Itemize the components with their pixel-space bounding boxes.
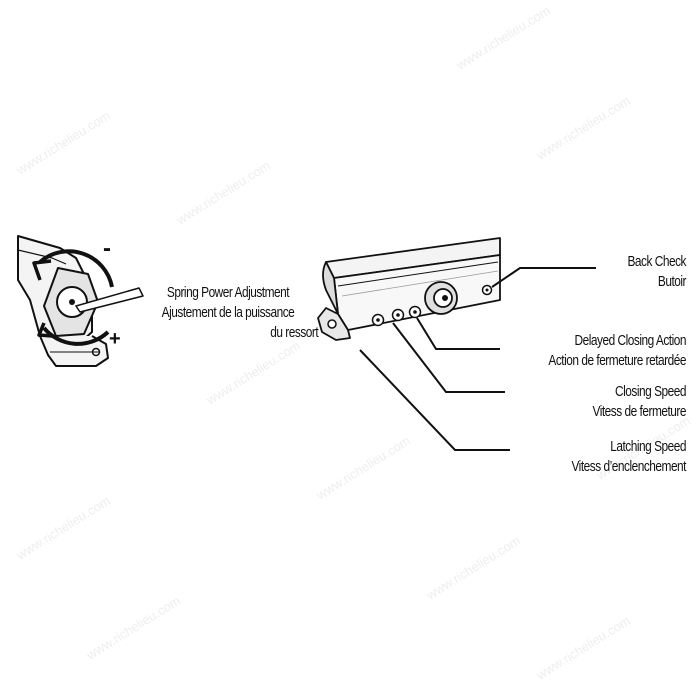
- label-back-check: Back Check Butoir: [476, 252, 686, 292]
- watermark-text: www.richelieu.com: [13, 493, 113, 563]
- end-view-detail: [17, 235, 144, 367]
- adjustment-rotation-icon: [38, 249, 114, 288]
- watermark-text: www.richelieu.com: [313, 433, 413, 503]
- label-delayed-en: Delayed Closing Action: [574, 333, 687, 349]
- watermark-text: www.richelieu.com: [83, 593, 183, 663]
- label-back-check-fr: Butoir: [657, 274, 687, 290]
- door-closer-body: [317, 237, 501, 341]
- watermark-text: www.richelieu.com: [453, 3, 553, 73]
- leader-delayed: [416, 317, 500, 350]
- watermark-text: www.richelieu.com: [203, 338, 303, 408]
- leader-latching: [359, 349, 510, 451]
- watermark-text: www.richelieu.com: [423, 533, 523, 603]
- label-closing-en: Closing Speed: [615, 384, 686, 400]
- label-spring-en: Spring Power Adjustment: [166, 285, 290, 301]
- minus-sign: -: [103, 235, 111, 262]
- watermark-text: www.richelieu.com: [173, 158, 273, 228]
- label-spring-power: Spring Power Adjustment Ajustement de la…: [138, 283, 319, 343]
- watermark-text: www.richelieu.com: [533, 93, 633, 163]
- closer-end-cap: [322, 261, 339, 315]
- plus-sign: +: [109, 328, 121, 350]
- label-latching-speed: Latching Speed Vitess d’enclenchement: [476, 437, 686, 477]
- label-spring-fr-2: du ressort: [270, 325, 319, 341]
- label-latching-en: Latching Speed: [610, 439, 686, 455]
- watermark-text: www.richelieu.com: [13, 108, 113, 178]
- hex-key-icon: [75, 287, 144, 313]
- label-closing-fr: Vitess de fermeture: [592, 404, 686, 420]
- label-delayed-fr: Action de fermeture retardée: [548, 353, 686, 369]
- label-latching-fr: Vitess d’enclenchement: [571, 459, 686, 475]
- label-spring-fr-1: Ajustement de la puissance: [161, 305, 295, 321]
- callout-lines: [359, 267, 596, 451]
- label-back-check-en: Back Check: [627, 254, 686, 270]
- leader-back-check: [491, 267, 596, 288]
- watermark-text: www.richelieu.com: [533, 613, 633, 683]
- leader-closing: [392, 322, 505, 393]
- label-closing-speed: Closing Speed Vitess de fermeture: [476, 382, 686, 422]
- label-delayed-closing: Delayed Closing Action Action de fermetu…: [476, 331, 686, 371]
